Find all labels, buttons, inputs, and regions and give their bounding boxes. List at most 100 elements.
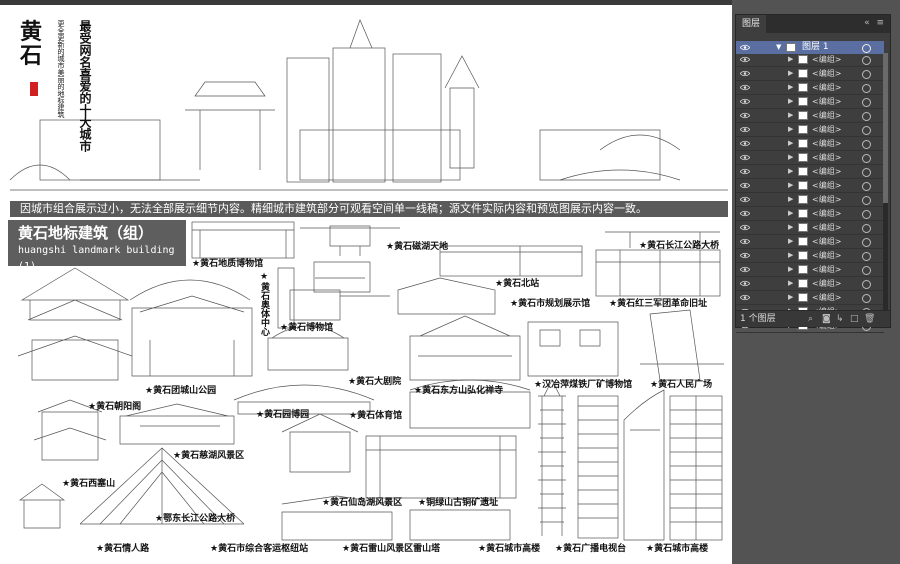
group-row[interactable]: ▶ <编组>: [736, 207, 884, 221]
group-row[interactable]: ▶ <编组>: [736, 67, 884, 81]
scrollbar-thumb[interactable]: [883, 53, 888, 203]
group-name[interactable]: <编组>: [812, 111, 842, 120]
eye-icon[interactable]: [740, 140, 750, 147]
eye-icon[interactable]: [740, 266, 750, 273]
group-name[interactable]: <编组>: [812, 209, 842, 218]
expand-arrow-icon[interactable]: ▶: [788, 97, 794, 105]
group-name[interactable]: <编组>: [812, 223, 842, 232]
group-row[interactable]: ▶ <编组>: [736, 151, 884, 165]
group-name[interactable]: <编组>: [812, 97, 842, 106]
target-circle-icon[interactable]: [862, 294, 871, 303]
expand-arrow-icon[interactable]: ▶: [788, 125, 794, 133]
expand-arrow-icon[interactable]: ▶: [788, 223, 794, 231]
group-name[interactable]: <编组>: [812, 153, 842, 162]
group-row[interactable]: ▶ <编组>: [736, 221, 884, 235]
group-name[interactable]: <编组>: [812, 69, 842, 78]
expand-arrow-icon[interactable]: ▶: [788, 265, 794, 273]
expand-arrow-icon[interactable]: ▶: [788, 209, 794, 217]
eye-icon[interactable]: [740, 154, 750, 161]
target-circle-icon[interactable]: [862, 98, 871, 107]
expand-arrow-icon[interactable]: ▶: [788, 69, 794, 77]
eye-icon[interactable]: [740, 70, 750, 77]
target-circle-icon[interactable]: [862, 70, 871, 79]
target-circle-icon[interactable]: [862, 224, 871, 233]
eye-icon[interactable]: [740, 182, 750, 189]
panel-menu-icon[interactable]: « ≡: [864, 18, 886, 28]
new-sublayer-icon[interactable]: ↳: [836, 314, 844, 324]
expand-arrow-icon[interactable]: ▶: [788, 293, 794, 301]
eye-icon[interactable]: [740, 252, 750, 259]
group-row[interactable]: ▶<编组>: [736, 263, 884, 277]
eye-icon[interactable]: [740, 84, 750, 91]
layer-row[interactable]: ▼ 图层 1: [736, 41, 884, 54]
eye-icon[interactable]: [740, 56, 750, 63]
group-name[interactable]: <编组>: [812, 279, 842, 288]
group-row[interactable]: ▶ <编组>: [736, 165, 884, 179]
target-circle-icon[interactable]: [862, 266, 871, 275]
group-row[interactable]: ▶ <编组>: [736, 193, 884, 207]
expand-arrow-icon[interactable]: ▶: [788, 279, 794, 287]
group-row[interactable]: ▶ <编组>: [736, 235, 884, 249]
expand-arrow-icon[interactable]: ▶: [788, 167, 794, 175]
group-row[interactable]: ▶ <编组>: [736, 95, 884, 109]
target-circle-icon[interactable]: [862, 182, 871, 191]
eye-icon[interactable]: [740, 280, 750, 287]
group-row[interactable]: ▶ <编组>: [736, 291, 884, 305]
group-row[interactable]: ▶ <编组>: [736, 137, 884, 151]
group-row[interactable]: ▶ <编组>: [736, 249, 884, 263]
group-row[interactable]: ▶ <编组>: [736, 123, 884, 137]
target-circle-icon[interactable]: [862, 168, 871, 177]
group-name[interactable]: <编组>: [812, 125, 842, 134]
group-name[interactable]: <编组>: [812, 293, 842, 302]
target-circle-icon[interactable]: [862, 126, 871, 135]
target-circle-icon[interactable]: [862, 252, 871, 261]
artboard-canvas[interactable]: 黄石 最受网名喜爱的十大城市 更全更新的城市美丽的地标建筑 因城市组合展示过小，…: [0, 0, 732, 564]
eye-icon[interactable]: [740, 238, 750, 245]
target-circle-icon[interactable]: [862, 154, 871, 163]
expand-arrow-icon[interactable]: ▶: [788, 83, 794, 91]
group-name[interactable]: <编组>: [812, 55, 842, 64]
eye-icon[interactable]: [740, 168, 750, 175]
group-row[interactable]: ▶ <编组>: [736, 179, 884, 193]
group-row[interactable]: ▶ <编组>: [736, 53, 884, 67]
expand-arrow-icon[interactable]: ▶: [788, 153, 794, 161]
new-layer-icon[interactable]: □: [850, 314, 859, 324]
expand-arrow-icon[interactable]: ▶: [788, 111, 794, 119]
eye-icon[interactable]: [740, 44, 750, 51]
group-name[interactable]: <编组>: [812, 83, 842, 92]
target-circle-icon[interactable]: [862, 112, 871, 121]
expand-arrow-icon[interactable]: ▶: [788, 55, 794, 63]
eye-icon[interactable]: [740, 98, 750, 105]
expand-arrow-icon[interactable]: ▶: [788, 195, 794, 203]
layer-name[interactable]: 图层 1: [802, 42, 829, 52]
panel-scrollbar[interactable]: [883, 53, 888, 311]
target-circle-icon[interactable]: [862, 140, 871, 149]
group-row[interactable]: ▶ <编组>: [736, 81, 884, 95]
eye-icon[interactable]: [740, 210, 750, 217]
group-name[interactable]: <编组>: [812, 251, 842, 260]
eye-icon[interactable]: [740, 294, 750, 301]
tab-layers[interactable]: 图层: [736, 15, 767, 33]
target-circle-icon[interactable]: [862, 210, 871, 219]
target-circle-icon[interactable]: [862, 280, 871, 289]
expand-arrow-icon[interactable]: ▶: [788, 139, 794, 147]
group-name[interactable]: <编组>: [812, 237, 842, 246]
eye-icon[interactable]: [740, 224, 750, 231]
eye-icon[interactable]: [740, 126, 750, 133]
target-circle-icon[interactable]: [862, 238, 871, 247]
group-name[interactable]: <编组>: [812, 167, 842, 176]
eye-icon[interactable]: [740, 196, 750, 203]
target-circle-icon[interactable]: [862, 196, 871, 205]
expand-arrow-icon[interactable]: ▶: [788, 237, 794, 245]
expand-arrow-icon[interactable]: ▶: [788, 181, 794, 189]
locate-object-icon[interactable]: ⌕: [808, 314, 814, 324]
clipping-mask-icon[interactable]: ◙: [822, 314, 831, 324]
target-circle-icon[interactable]: [862, 56, 871, 65]
group-name[interactable]: <编组>: [812, 195, 842, 204]
target-circle-icon[interactable]: [862, 44, 871, 53]
expand-arrow-icon[interactable]: ▼: [776, 43, 782, 51]
group-row[interactable]: ▶ <编组>: [736, 277, 884, 291]
group-name[interactable]: <编组>: [812, 181, 842, 190]
expand-arrow-icon[interactable]: ▶: [788, 251, 794, 259]
group-name[interactable]: <编组>: [812, 139, 842, 148]
